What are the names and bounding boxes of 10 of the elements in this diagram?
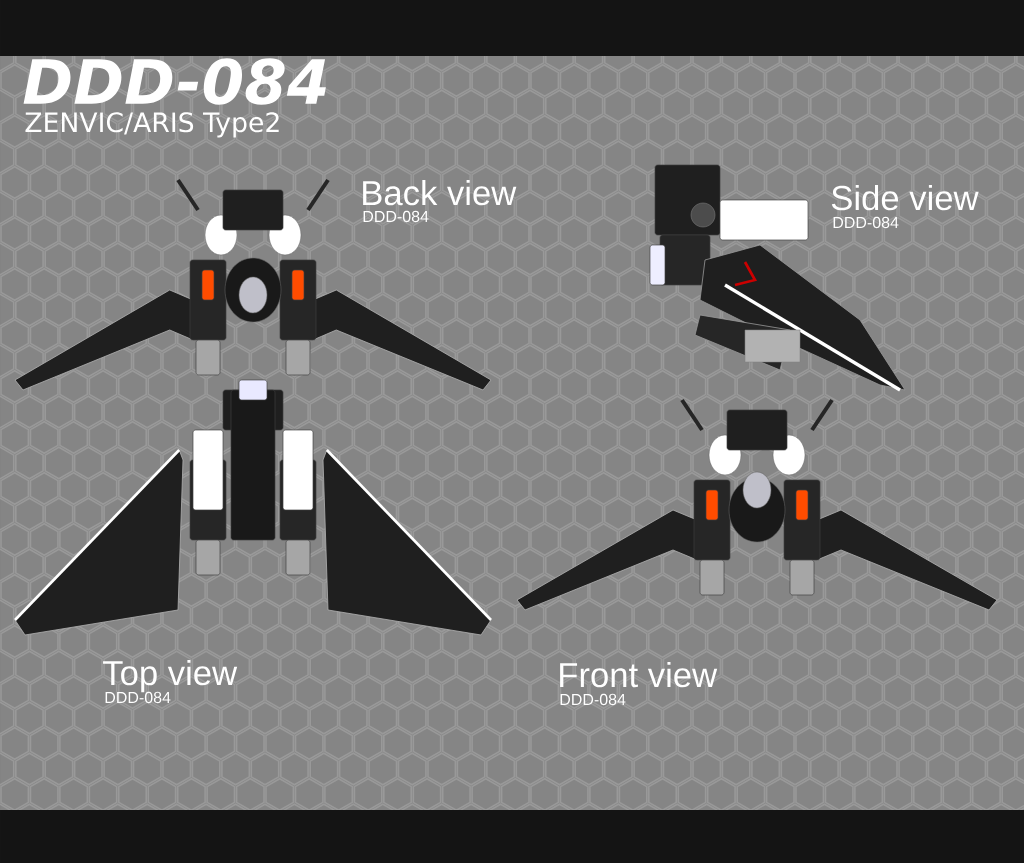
view-caption: Top view <box>103 659 238 693</box>
view-caption: Back view <box>363 179 517 206</box>
view-caption: Front view <box>560 661 718 688</box>
model-code: DDD-084 <box>363 210 429 223</box>
title: DDD-084 <box>23 58 326 105</box>
model-code: DDD-084 <box>833 216 899 229</box>
view-caption: Side view <box>831 184 979 211</box>
model-code: DDD-084 <box>105 691 171 704</box>
model-code: DDD-084 <box>560 693 626 706</box>
subtitle: ZENVIC/ARIS Type2 <box>25 112 279 138</box>
